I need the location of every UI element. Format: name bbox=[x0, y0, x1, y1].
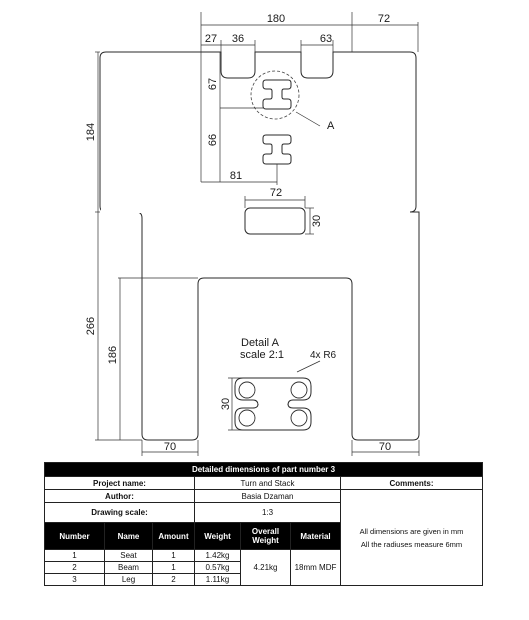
row-weight: 1.11kg bbox=[194, 573, 241, 586]
project-label: Project name: bbox=[44, 476, 195, 490]
dim-slot-gap: 66 bbox=[207, 134, 219, 146]
table-row: 3 Leg 2 1.11kg bbox=[44, 573, 483, 586]
dim-handle-width: 72 bbox=[270, 187, 282, 199]
beam-slot-lower bbox=[262, 134, 292, 165]
row-number: 1 bbox=[44, 549, 105, 562]
part-body bbox=[99, 51, 420, 441]
detail-a-callout-circle bbox=[250, 70, 300, 120]
row-name: Leg bbox=[104, 573, 153, 586]
title-block: Detailed dimensions of part number 3 Pro… bbox=[43, 462, 484, 586]
row-amount: 1 bbox=[152, 549, 195, 562]
dim-top-height: 184 bbox=[85, 123, 97, 141]
row-number: 2 bbox=[44, 561, 105, 574]
dim-total-height: 266 bbox=[85, 317, 97, 335]
dim-offset-right: 72 bbox=[378, 13, 390, 25]
row-weight: 0.57kg bbox=[194, 561, 241, 574]
comments-label: Comments: bbox=[339, 476, 484, 490]
detail-scale: scale 2:1 bbox=[240, 349, 284, 361]
dim-leg-height: 186 bbox=[107, 346, 119, 364]
material: 18mm MDF bbox=[290, 549, 341, 586]
col-header-overall-weight: Overall Weight bbox=[240, 522, 291, 550]
col-header-amount: Amount bbox=[152, 522, 195, 550]
row-amount: 2 bbox=[152, 573, 195, 586]
beam-slot-upper bbox=[262, 79, 292, 110]
row-name: Beam bbox=[104, 561, 153, 574]
detail-title: Detail A bbox=[241, 337, 280, 349]
scale-label: Drawing scale: bbox=[44, 502, 195, 523]
row-weight: 1.42kg bbox=[194, 549, 241, 562]
dimension-lines bbox=[95, 12, 420, 456]
project-value: Turn and Stack bbox=[194, 476, 341, 490]
dim-width-top: 180 bbox=[267, 13, 285, 25]
dim-leg-left: 70 bbox=[164, 441, 176, 453]
col-header-material: Material bbox=[290, 522, 341, 550]
table-title: Detailed dimensions of part number 3 bbox=[43, 462, 484, 477]
dim-leg-right: 70 bbox=[379, 441, 391, 453]
table-row: 2 Beam 1 0.57kg bbox=[44, 561, 483, 574]
comment-line-1: All dimensions are given in mm bbox=[359, 526, 464, 536]
technical-drawing: 180 72 27 36 63 184 67 66 81 72 30 266 1… bbox=[85, 12, 420, 456]
row-name: Seat bbox=[104, 549, 153, 562]
dim-handle-height: 30 bbox=[311, 215, 323, 227]
detail-a-shape bbox=[234, 377, 312, 431]
row-number: 3 bbox=[44, 573, 105, 586]
dim-slot-depth: 67 bbox=[207, 78, 219, 90]
col-header-name: Name bbox=[104, 522, 153, 550]
comment-line-2: All the radiuses measure 6mm bbox=[360, 539, 463, 549]
dim-slot-center: 81 bbox=[230, 170, 242, 182]
detail-ref-label: A bbox=[327, 120, 335, 132]
scale-value: 1:3 bbox=[194, 502, 341, 523]
handle-slot bbox=[244, 207, 306, 235]
row-amount: 1 bbox=[152, 561, 195, 574]
radius-note: 4x R6 bbox=[310, 350, 337, 361]
col-header-weight: Weight bbox=[194, 522, 241, 550]
author-label: Author: bbox=[44, 489, 195, 503]
dim-slot-right: 63 bbox=[320, 33, 332, 45]
part-step bbox=[101, 207, 141, 213]
dim-slot-left: 27 bbox=[205, 33, 217, 45]
dim-slot-width: 36 bbox=[232, 33, 244, 45]
dim-detail-height: 30 bbox=[220, 398, 232, 410]
overall-weight: 4.21kg bbox=[240, 549, 291, 586]
comments-cell: All dimensions are given in mm All the r… bbox=[339, 489, 484, 586]
col-header-number: Number bbox=[44, 522, 105, 550]
author-value: Basia Dzaman bbox=[194, 489, 341, 503]
